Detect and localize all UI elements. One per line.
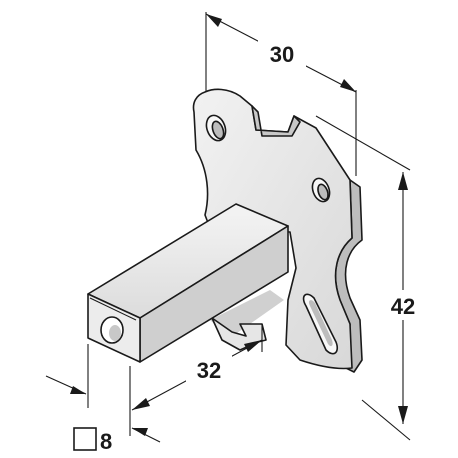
- height-extension-bottom: [361, 399, 411, 441]
- width-arrow-left: [206, 14, 222, 27]
- height-arrow-top: [398, 172, 408, 190]
- depth-arrow-back: [244, 340, 262, 352]
- mounting-slot-inner: [308, 300, 333, 347]
- square-bar: [87, 203, 289, 363]
- width-label: 30: [270, 42, 294, 67]
- height-label-bg: [380, 290, 426, 320]
- bar-lower-pin: [211, 317, 267, 351]
- bar-end-hole-inner: [109, 325, 121, 341]
- bar-end-bevel: [89, 297, 137, 321]
- dimension-height: 42: [315, 115, 426, 441]
- height-extension-top: [315, 115, 411, 171]
- square-symbol: [73, 427, 97, 451]
- plate-notch: [251, 105, 301, 137]
- dimension-depth: 32: [129, 324, 263, 436]
- width-arrow-right: [340, 79, 356, 92]
- width-label-bg: [258, 36, 306, 68]
- depth-label-bg: [186, 354, 232, 384]
- mounting-hole-middle-inner: [317, 183, 329, 201]
- depth-label: 32: [197, 358, 221, 383]
- square-arrow-right: [132, 428, 148, 436]
- bar-shadow: [210, 290, 284, 338]
- mounting-hole-top-inner: [211, 120, 225, 140]
- dimension-square: 8: [45, 344, 161, 454]
- height-label: 42: [391, 294, 415, 319]
- height-arrow-bottom: [398, 406, 408, 424]
- depth-arrow-front: [132, 398, 150, 410]
- square-label: 8: [100, 429, 112, 454]
- dimension-width: 30: [205, 12, 357, 176]
- square-arrow-left: [70, 386, 86, 394]
